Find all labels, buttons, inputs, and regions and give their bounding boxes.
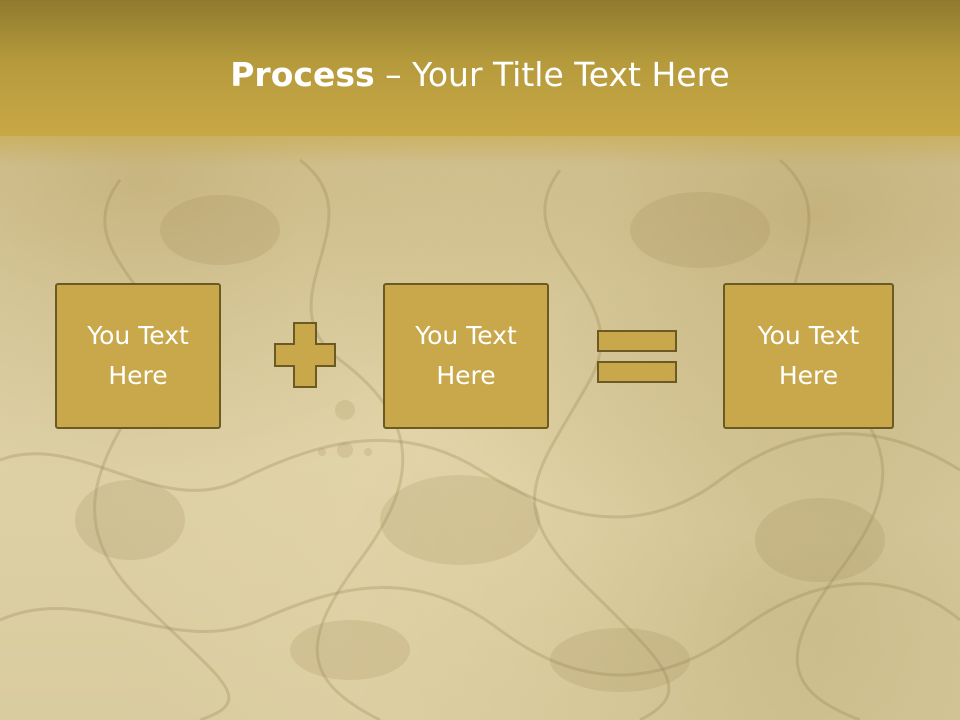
process-box-2-label: You Text Here bbox=[415, 321, 517, 390]
process-box-3-label: You Text Here bbox=[757, 321, 860, 390]
slide-title-rest: – Your Title Text Here bbox=[374, 55, 730, 94]
title-banner-fade bbox=[0, 136, 960, 166]
process-box-1: You Text Here bbox=[55, 283, 221, 429]
slide-title: Process – Your Title Text Here bbox=[0, 52, 960, 98]
slide-title-bold: Process bbox=[230, 55, 375, 94]
process-box-2: You Text Here bbox=[383, 283, 549, 429]
equals-icon bbox=[597, 330, 677, 388]
title-banner bbox=[0, 0, 960, 136]
plus-icon bbox=[274, 322, 336, 392]
process-box-1-label: You Text Here bbox=[87, 321, 189, 390]
process-box-3: You Text Here bbox=[723, 283, 894, 429]
